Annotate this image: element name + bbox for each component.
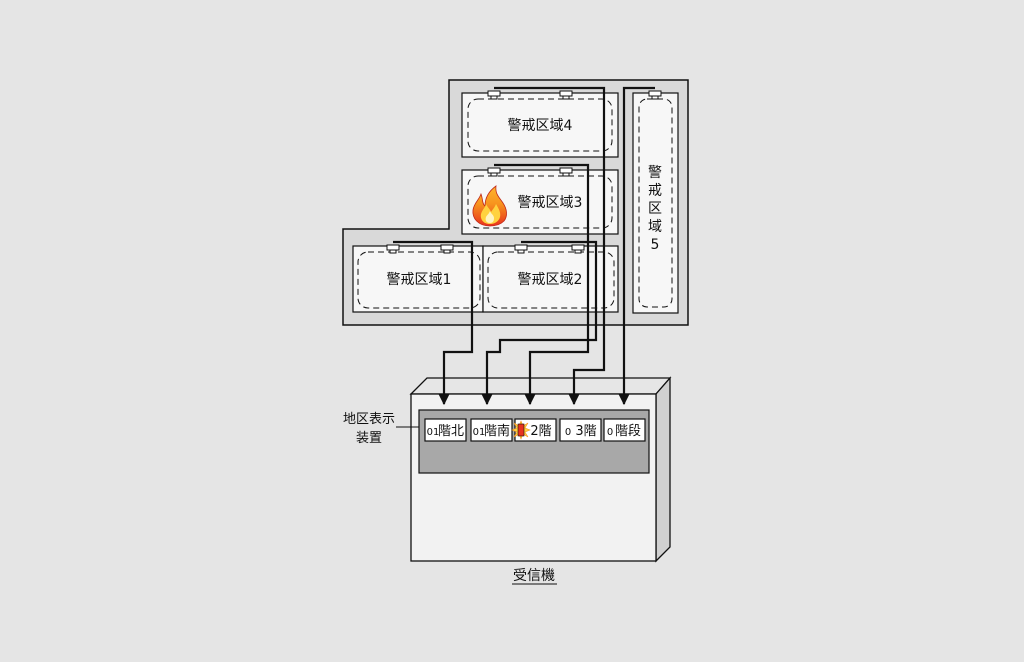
indicator-2-prefix: 01 [473, 427, 486, 438]
zone-5-char-1: 警 [648, 165, 662, 181]
indicator-2: 01 階南 [470, 418, 513, 442]
zone-5-char-4: 域 [648, 219, 662, 235]
signal-line-zone-5 [618, 86, 655, 406]
smoke-detector-icon [571, 244, 585, 254]
smoke-detector-icon [514, 244, 528, 254]
smoke-detector-icon [440, 244, 454, 254]
zone-3-label: 警戒区域3 [518, 195, 583, 211]
indicator-4-prefix: 0 [565, 427, 571, 438]
indicator-1: 01 階北 [424, 418, 467, 442]
detector-wiring [393, 86, 578, 244]
smoke-detector-icon [487, 90, 501, 100]
indicator-2-label: 階南 [484, 423, 510, 439]
receiver-top-face [409, 377, 672, 395]
zone-5-char-3: 区 [648, 201, 662, 217]
zone-1-label: 警戒区域1 [387, 272, 452, 288]
signal-line-zone-4 [566, 86, 606, 406]
zone-3: 警戒区域3 [461, 169, 619, 235]
smoke-detector-icon [386, 244, 400, 254]
indicator-3: 2階 [511, 418, 557, 442]
indicator-4: 0 3階 [559, 418, 602, 442]
receiver-unit [409, 376, 672, 563]
signal-lines [438, 86, 655, 406]
receiver-label: 受信機 [513, 568, 555, 584]
receiver-side-face [655, 376, 671, 563]
area-display-callout: 地区表示 装置 [343, 412, 419, 446]
zone-1: 警戒区域1 [352, 245, 484, 313]
indicator-3-label: 2階 [530, 424, 551, 439]
smoke-detector-icon [559, 167, 573, 177]
fire-icon [472, 185, 507, 227]
indicator-1-label: 階北 [438, 424, 464, 439]
indicator-5: 0 階段 [603, 418, 646, 442]
zone-2-label: 警戒区域2 [518, 272, 583, 288]
smoke-detector-icon [559, 90, 573, 100]
area-display-label-line-1: 地区表示 [343, 412, 395, 427]
smoke-detector-icon [487, 167, 501, 177]
zone-5-char-5: 5 [651, 237, 660, 253]
indicator-5-prefix: 0 [607, 427, 613, 438]
indicator-5-label: 階段 [615, 424, 641, 439]
zone-4: 警戒区域4 [461, 92, 619, 158]
zone-5-char-2: 戒 [648, 183, 662, 199]
area-display-label-line-2: 装置 [356, 431, 382, 446]
indicator-1-prefix: 01 [427, 427, 440, 438]
signal-line-zone-2 [481, 240, 598, 406]
zone-2: 警戒区域2 [482, 245, 619, 313]
zone-4-label: 警戒区域4 [508, 118, 573, 134]
indicator-4-label: 3階 [575, 424, 596, 439]
signal-line-zone-3 [524, 163, 590, 406]
zone-5: 警 戒 区 域 5 [632, 92, 679, 314]
alarm-lamp-icon [511, 420, 531, 440]
smoke-detector-icon [648, 90, 662, 100]
signal-line-zone-1 [438, 240, 474, 406]
detectors [386, 90, 662, 254]
